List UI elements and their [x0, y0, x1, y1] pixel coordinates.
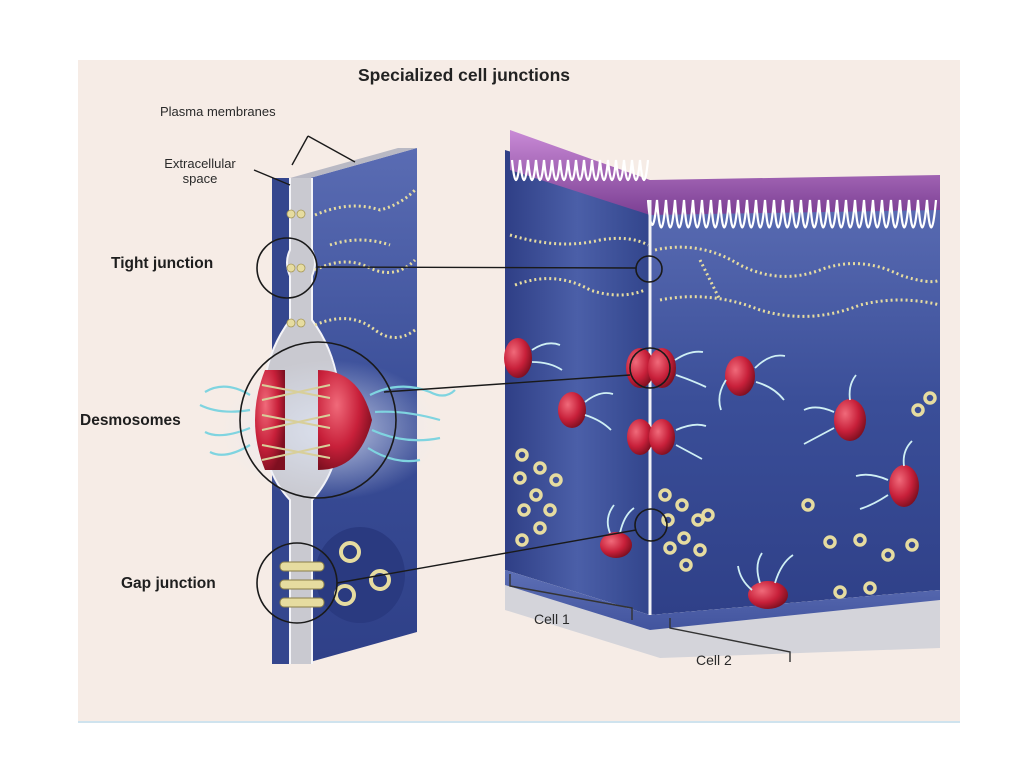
desmosomes-label: Desmosomes — [80, 412, 181, 429]
extracellular-space-label-line2: space — [182, 171, 218, 186]
tight-junction-highlight — [256, 237, 318, 299]
tight-junction-label: Tight junction — [111, 255, 214, 272]
diagram-title: Specialized cell junctions — [358, 65, 571, 85]
gap-junction-detail — [279, 527, 405, 623]
cell-brackets — [509, 574, 791, 662]
gap-junction-label: Gap junction — [121, 575, 216, 592]
desmosome-detail — [199, 370, 456, 470]
left-membrane-strip — [199, 148, 456, 664]
epithelial-cell-block — [504, 130, 941, 658]
block-desmosome-highlight — [629, 347, 671, 389]
extracellular-space-label: Extracellular space — [146, 156, 254, 186]
plasma-membranes-label: Plasma membranes — [160, 104, 276, 119]
block-tight-junction-highlight — [635, 255, 663, 283]
desmosome-highlight — [239, 341, 397, 499]
cell-1-label: Cell 1 — [534, 611, 570, 627]
extracellular-space-label-line1: Extracellular — [164, 156, 236, 171]
leader-lines — [253, 135, 637, 584]
panel-bottom-rule — [78, 721, 960, 723]
block-gap-junction-highlight — [634, 508, 668, 542]
cell-2-label: Cell 2 — [696, 652, 732, 668]
